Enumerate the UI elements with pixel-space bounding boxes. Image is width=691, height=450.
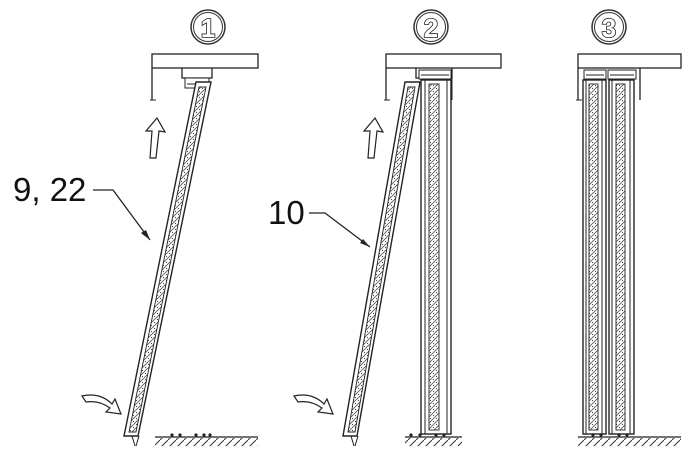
step-3-number: 3	[602, 13, 616, 43]
step-1-badge: 1	[190, 9, 226, 45]
curved-arrow-icon	[81, 394, 122, 415]
door-panel-installed	[608, 79, 635, 435]
step-2-number: 2	[424, 13, 438, 43]
step-3-badge: 3	[591, 9, 627, 45]
floor	[155, 433, 258, 446]
callout-label-10: 10	[268, 194, 305, 231]
step-3-panel: 3	[576, 9, 682, 446]
track-carriage	[576, 68, 641, 101]
door-panel-installed	[420, 79, 452, 435]
callout-label-9-22: 9, 22	[13, 171, 86, 208]
door-panel-installed	[582, 79, 607, 435]
callout-10: 10	[268, 194, 371, 248]
ceiling-track	[385, 53, 502, 69]
track-carriage	[384, 68, 453, 101]
step-2-panel: 2	[268, 9, 502, 447]
step-2-badge: 2	[413, 9, 449, 45]
step-1-panel: 1	[13, 9, 259, 447]
callout-9-22: 9, 22	[13, 171, 151, 241]
door-panel-tilted	[123, 81, 212, 447]
door-panel-tilted	[342, 81, 421, 447]
curved-arrow-icon	[293, 394, 334, 415]
ceiling-track	[577, 53, 682, 69]
floor	[578, 433, 681, 446]
floor	[405, 433, 462, 446]
ceiling-track	[151, 53, 259, 69]
up-arrow-icon	[362, 116, 385, 159]
step-1-number: 1	[201, 13, 215, 43]
up-arrow-icon	[144, 116, 167, 159]
